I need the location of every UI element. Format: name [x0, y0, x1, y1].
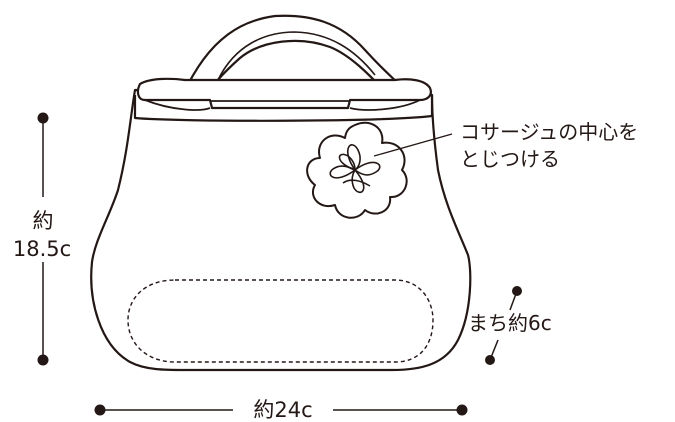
gusset-dimension: [485, 286, 522, 365]
corsage-annotation-line1: コサージュの中心を: [460, 120, 638, 144]
gusset-label: まち約6c: [468, 311, 552, 335]
height-label-line2: 18.5c: [13, 237, 71, 261]
corsage-flower: [306, 121, 408, 219]
width-label: 約24c: [253, 398, 312, 422]
bag-body: [90, 88, 472, 372]
height-dimension: [37, 112, 49, 366]
bag-base-dashed-outline: [127, 279, 434, 363]
bag-rim: [133, 77, 434, 122]
corsage-leader-line: [373, 133, 453, 157]
width-dimension: [94, 404, 468, 416]
height-label-line1: 約: [33, 209, 54, 233]
corsage-annotation-line2: とじつける: [460, 147, 560, 171]
